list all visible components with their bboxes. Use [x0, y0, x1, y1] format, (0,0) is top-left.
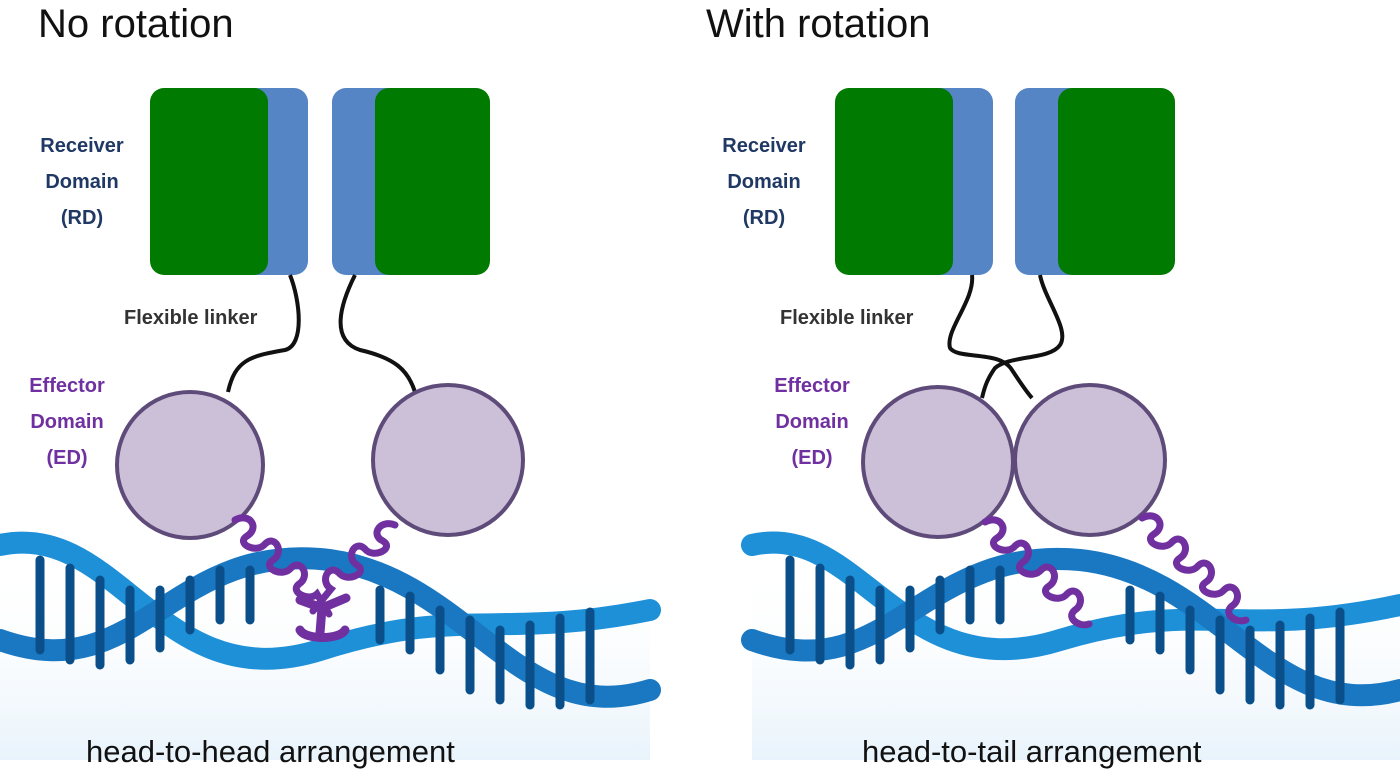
left-caption: head-to-head arrangement: [86, 734, 455, 769]
right-effector-domain-b: [1013, 383, 1167, 537]
left-linker-b: [338, 274, 417, 393]
left-effector-domain-a: [115, 390, 265, 540]
right-effector-label-line3: (ED): [791, 447, 833, 469]
right-dna-helix: [741, 531, 1400, 760]
left-panel-title: No rotation: [38, 2, 234, 46]
left-receiver-label-line1: Receiver: [40, 135, 124, 157]
left-receiver-label-line2: Domain: [45, 171, 119, 193]
left-linker-label: Flexible linker: [124, 307, 258, 329]
right-effector-label-line1: Effector: [774, 375, 850, 397]
right-receiver-domain-label: Receiver Domain (RD): [699, 128, 829, 236]
right-linker-b: [980, 274, 1065, 399]
left-linker-a: [226, 274, 301, 393]
left-receiver-domain-b: [332, 88, 490, 275]
left-effector-domain-b: [371, 383, 525, 537]
right-effector-label-line2: Domain: [775, 411, 849, 433]
left-effector-label-line1: Effector: [29, 375, 105, 397]
right-linker-label: Flexible linker: [780, 307, 914, 329]
right-dna-binding-helix-a: [981, 516, 1093, 629]
right-dna-binding-helix-b: [1138, 512, 1250, 625]
left-receiver-label-line3: (RD): [60, 207, 104, 229]
left-receiver-domain-label: Receiver Domain (RD): [17, 128, 147, 236]
right-caption: head-to-tail arrangement: [862, 734, 1202, 769]
left-dna-binding-helix-b: [309, 520, 399, 615]
right-effector-domain-a: [861, 385, 1015, 539]
right-receiver-domain-b: [1015, 88, 1175, 275]
right-receiver-label-line1: Receiver: [722, 135, 806, 157]
right-receiver-label-line3: (RD): [742, 207, 786, 229]
right-receiver-domain-a: [835, 88, 993, 275]
left-dna-binding-helix-a: [231, 514, 333, 618]
right-receiver-label-line2: Domain: [727, 171, 801, 193]
left-effector-label-line2: Domain: [30, 411, 104, 433]
left-effector-label-line3: (ED): [46, 447, 88, 469]
left-effector-domain-label: Effector Domain (ED): [12, 368, 122, 476]
left-receiver-domain-a: [150, 88, 308, 275]
right-effector-domain-label: Effector Domain (ED): [757, 368, 867, 476]
left-dna-binding-junction: [295, 593, 351, 642]
right-linker-a: [947, 274, 1034, 400]
right-panel-title: With rotation: [706, 2, 931, 46]
